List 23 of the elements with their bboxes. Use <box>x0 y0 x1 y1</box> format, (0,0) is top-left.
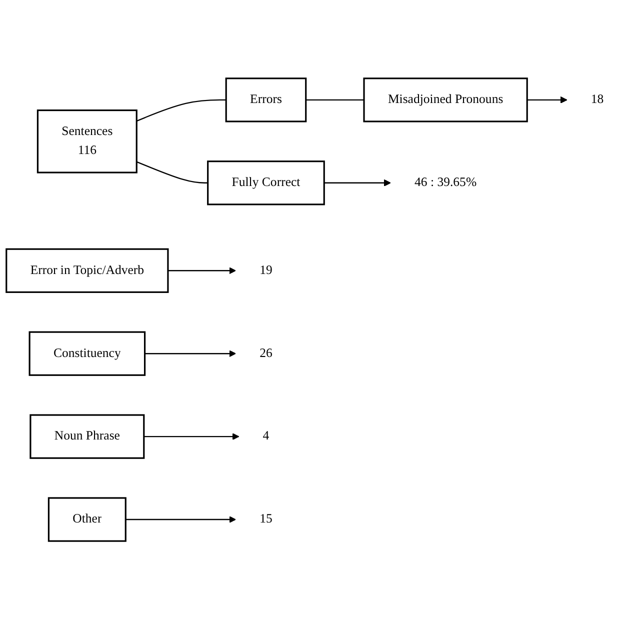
node-text: 19 <box>260 263 272 277</box>
node-box: Error in Topic/Adverb <box>6 248 169 293</box>
node-box: Noun Phrase <box>30 414 145 459</box>
node-box: Other <box>48 496 126 542</box>
connector <box>136 161 208 184</box>
connector <box>306 99 364 100</box>
node-text: 18 <box>590 92 604 106</box>
arrow <box>144 432 240 440</box>
node-text: 15 <box>260 512 272 526</box>
node-box: Constituency <box>28 331 146 376</box>
node-box: Fully Correct <box>207 160 325 205</box>
arrow <box>144 350 236 357</box>
node-box: Sentences 116 <box>36 109 138 174</box>
arrow <box>324 179 391 186</box>
arrow <box>168 266 236 274</box>
node-text: 26 <box>260 346 272 360</box>
arrow <box>126 516 236 523</box>
node-box: Errors <box>225 77 307 122</box>
node-text: 46 : 39.65% <box>414 175 477 190</box>
arrow <box>527 96 568 104</box>
connector <box>136 99 226 122</box>
node-box: Misadjoined Pronouns <box>363 77 528 122</box>
node-text: 4 <box>262 429 270 443</box>
